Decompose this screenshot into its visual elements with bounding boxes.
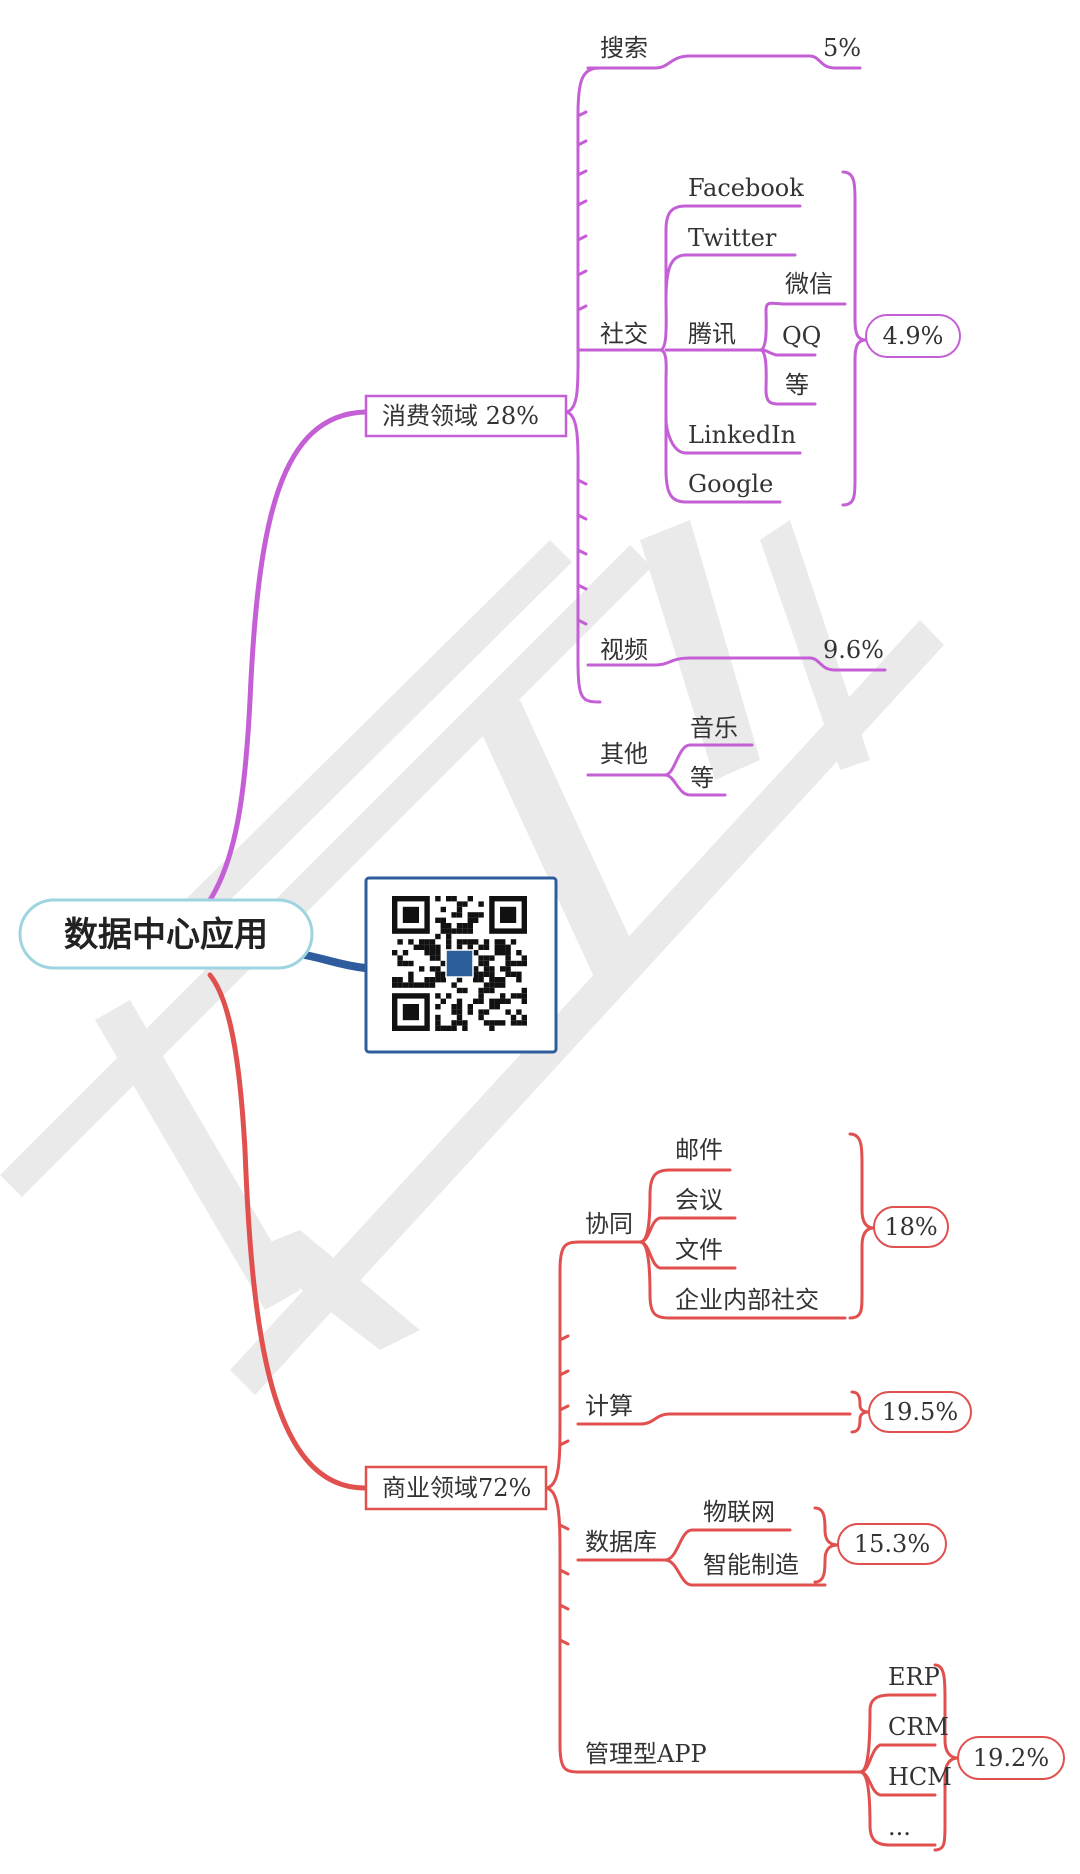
social-label: 社交 xyxy=(600,320,648,348)
mgmt-share-bubble: 19.2% xyxy=(957,1736,1065,1780)
compute-label: 计算 xyxy=(585,1392,633,1420)
database-share: 15.3% xyxy=(854,1530,930,1558)
business-branch xyxy=(207,972,959,1852)
consumer-node[interactable]: 消费领域 28% xyxy=(364,394,568,438)
mgmt-item: CRM xyxy=(888,1713,949,1741)
database-item: 物联网 xyxy=(703,1498,775,1526)
consumer-label: 消费领域 28% xyxy=(382,402,539,430)
database-item: 智能制造 xyxy=(703,1551,799,1579)
qr-code-icon xyxy=(392,896,527,1031)
search-share: 5% xyxy=(823,34,861,62)
business-label: 商业领域72% xyxy=(382,1474,531,1502)
social-item: Facebook xyxy=(688,174,804,202)
mgmt-item: HCM xyxy=(888,1763,952,1791)
business-node[interactable]: 商业领域72% xyxy=(364,1465,548,1511)
qr-connector xyxy=(301,951,369,972)
other-label: 其他 xyxy=(600,740,648,768)
root-node[interactable]: 数据中心应用 xyxy=(18,898,314,970)
tencent-item: 微信 xyxy=(785,270,833,298)
social-share-bubble: 4.9% xyxy=(865,314,961,358)
social-item: Google xyxy=(688,470,773,498)
collab-item: 邮件 xyxy=(675,1136,723,1164)
social-item: Twitter xyxy=(688,224,777,252)
social-share: 4.9% xyxy=(883,322,944,350)
collab-item: 会议 xyxy=(675,1186,723,1214)
tencent-item: 等 xyxy=(785,371,809,399)
compute-share: 19.5% xyxy=(882,1398,958,1426)
collab-share-bubble: 18% xyxy=(873,1206,949,1248)
collab-label: 协同 xyxy=(585,1210,633,1238)
other-item: 等 xyxy=(690,764,714,792)
tencent-label: 腾讯 xyxy=(688,320,736,348)
database-share-bubble: 15.3% xyxy=(837,1523,947,1565)
social-item: LinkedIn xyxy=(688,421,796,449)
root-label: 数据中心应用 xyxy=(64,915,268,955)
mgmt-share: 19.2% xyxy=(973,1744,1049,1772)
watermark xyxy=(0,520,944,1395)
other-item: 音乐 xyxy=(690,714,738,742)
collab-share: 18% xyxy=(884,1213,937,1241)
collab-item: 文件 xyxy=(675,1236,723,1264)
database-label: 数据库 xyxy=(585,1528,657,1556)
mgmt-item: ERP xyxy=(888,1663,940,1691)
mgmt-label: 管理型APP xyxy=(585,1740,707,1768)
video-label: 视频 xyxy=(600,636,648,664)
search-label: 搜索 xyxy=(600,34,648,62)
video-share: 9.6% xyxy=(823,636,884,664)
qr-card[interactable] xyxy=(364,876,558,1054)
compute-share-bubble: 19.5% xyxy=(868,1391,972,1433)
tencent-item: QQ xyxy=(782,322,821,350)
collab-item: 企业内部社交 xyxy=(675,1286,819,1314)
mgmt-item: ... xyxy=(888,1813,911,1841)
